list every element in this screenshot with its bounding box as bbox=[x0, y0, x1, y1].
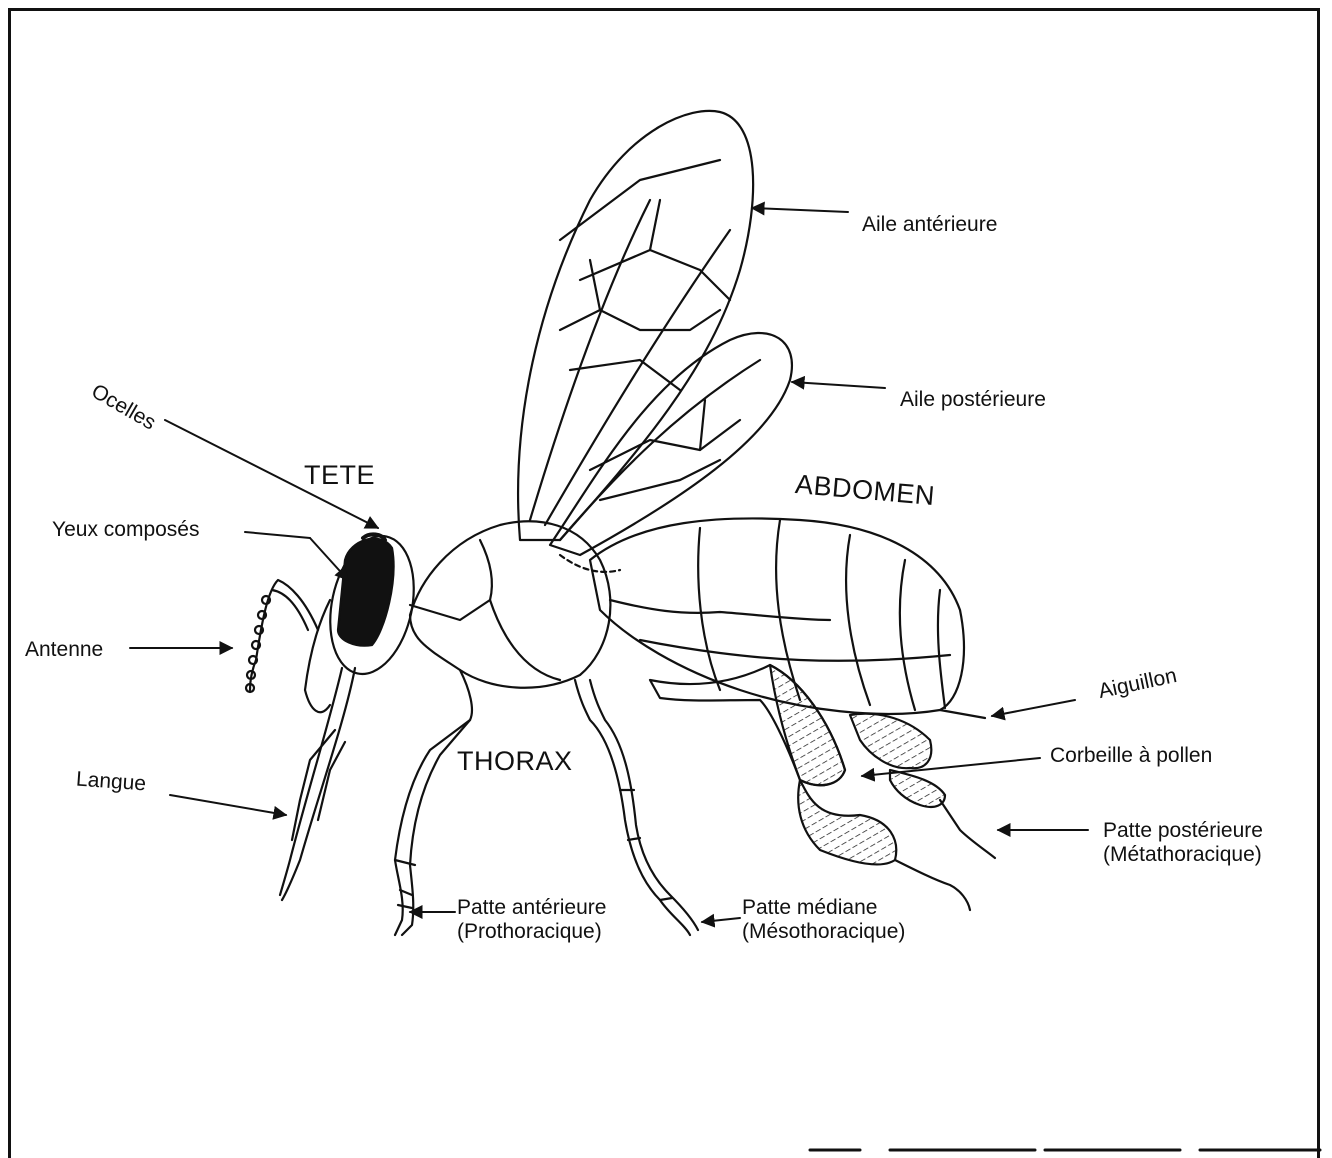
label-patte-posterieure-line1: Patte postérieure bbox=[1103, 819, 1263, 843]
label-patte-anterieure: Patte antérieure (Prothoracique) bbox=[457, 896, 606, 944]
hindwing bbox=[550, 333, 792, 555]
head bbox=[305, 528, 426, 712]
thorax bbox=[410, 521, 620, 687]
label-aile-anterieure: Aile antérieure bbox=[862, 213, 997, 237]
label-yeux-composes: Yeux composés bbox=[52, 518, 199, 542]
region-head-label: TETE bbox=[304, 460, 375, 491]
region-thorax-label: THORAX bbox=[457, 746, 573, 777]
label-corbeille-a-pollen: Corbeille à pollen bbox=[1050, 744, 1212, 768]
label-patte-anterieure-line2: (Prothoracique) bbox=[457, 920, 606, 944]
forewing bbox=[518, 111, 753, 540]
label-antenne: Antenne bbox=[25, 638, 103, 662]
label-patte-mediane-line1: Patte médiane bbox=[742, 896, 905, 920]
tongue bbox=[280, 668, 355, 900]
label-patte-mediane-line2: (Mésothoracique) bbox=[742, 920, 905, 944]
label-aile-posterieure: Aile postérieure bbox=[900, 388, 1046, 412]
label-patte-mediane: Patte médiane (Mésothoracique) bbox=[742, 896, 905, 944]
label-langue: Langue bbox=[75, 768, 147, 797]
label-patte-posterieure-line2: (Métathoracique) bbox=[1103, 843, 1263, 867]
label-patte-posterieure: Patte postérieure (Métathoracique) bbox=[1103, 819, 1263, 867]
label-patte-anterieure-line1: Patte antérieure bbox=[457, 896, 606, 920]
